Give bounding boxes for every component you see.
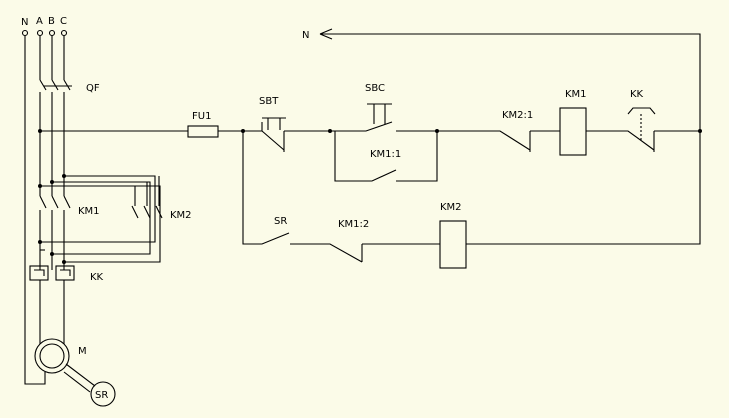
supply-terminals <box>21 29 68 37</box>
km1-main-contacts <box>39 195 71 270</box>
label-N-arrow: N <box>302 30 309 41</box>
label-SR-ctrl: SR <box>274 216 287 227</box>
label-SBT: SBT <box>259 96 279 107</box>
km1-1-holding-contact <box>334 131 438 182</box>
reversing-links <box>40 175 161 263</box>
label-KM2-main: KM2 <box>170 210 192 221</box>
phase-wires <box>39 36 71 196</box>
sbt-stop-button <box>243 117 330 152</box>
km1-coil <box>559 107 587 156</box>
kk-control-contact <box>586 107 700 152</box>
label-M: M <box>78 346 87 357</box>
lower-branch <box>242 131 701 263</box>
label-C: C <box>60 16 67 27</box>
label-KM1-main: KM1 <box>78 206 100 217</box>
neutral-return <box>319 28 701 131</box>
fu1-fuse <box>187 125 219 138</box>
label-QF: QF <box>86 83 100 94</box>
sbc-start-button <box>330 103 437 132</box>
kk-thermal-relay <box>29 265 75 340</box>
label-SBC: SBC <box>365 83 385 94</box>
neutral-wire <box>24 36 46 385</box>
km2-1-interlock <box>437 130 560 152</box>
label-FU1: FU1 <box>192 111 211 122</box>
label-KM1-coil: KM1 <box>565 89 587 100</box>
label-KK-power: KK <box>90 272 104 283</box>
motor <box>34 338 96 393</box>
label-KM1-2: KM1:2 <box>338 219 369 230</box>
label-SR-motor: SR <box>95 390 108 401</box>
label-A: A <box>36 16 43 27</box>
label-KK-ctrl: KK <box>630 89 644 100</box>
label-B: B <box>48 16 55 27</box>
label-N: N <box>21 17 28 28</box>
label-KM2-coil: KM2 <box>440 202 462 213</box>
km2-main-contacts <box>131 176 163 219</box>
label-KM2-1: KM2:1 <box>502 110 533 121</box>
label-KM1-1: KM1:1 <box>370 149 401 160</box>
km2-coil <box>439 220 467 269</box>
sr-speed-relay <box>90 381 116 407</box>
